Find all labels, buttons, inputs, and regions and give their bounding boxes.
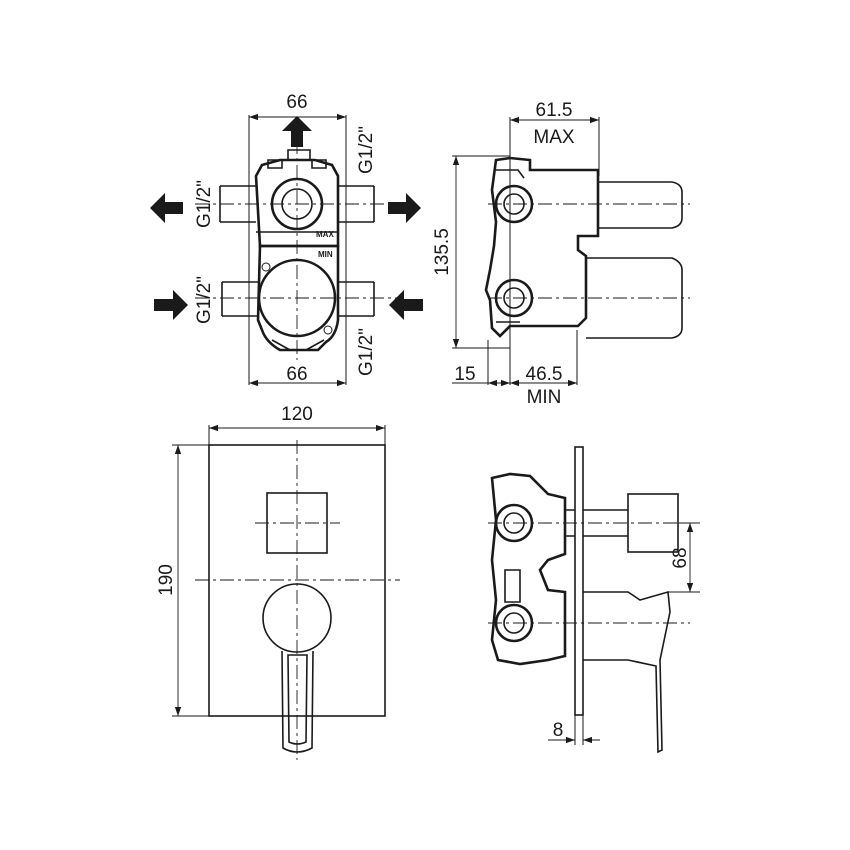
dim-width-top: 66 — [286, 92, 307, 113]
thread-label-left-lower: G1/2" — [194, 276, 215, 324]
dim-plate-thickness: 8 — [553, 720, 564, 741]
valve-body-side-view: 135.5 61.5 MAX 15 46.5 MIN — [432, 100, 690, 408]
arrow-up-icon — [282, 116, 312, 147]
valve-body-front-view: 66 66 MAX MIN — [150, 92, 423, 387]
mark-min: MIN — [318, 250, 333, 259]
cover-plate-side — [574, 446, 584, 716]
dim-body-height: 135.5 — [432, 228, 453, 276]
dim-width-bottom: 66 — [286, 364, 307, 385]
arrow-in-left-icon — [389, 290, 423, 320]
dim-offset: 15 — [454, 364, 475, 385]
dim-axis-spacing: 68 — [670, 547, 691, 568]
dim-plate-height: 190 — [156, 564, 177, 596]
cover-plate-front-view: 120 190 — [156, 404, 400, 760]
dim-depth-min-label: MIN — [527, 387, 562, 408]
arrow-right-icon — [388, 193, 421, 223]
dim-depth-max-value: 61.5 — [536, 100, 573, 121]
dim-depth-min-value: 46.5 — [526, 364, 563, 385]
thread-label-bottom-right: G1/2" — [356, 328, 377, 376]
assembled-side-view: 68 8 — [488, 446, 700, 754]
mark-max: MAX — [316, 230, 334, 239]
thread-label-left-upper: G1/2" — [194, 180, 215, 228]
arrow-left-icon — [150, 193, 183, 223]
arrow-in-right-icon — [154, 290, 188, 320]
thread-label-top-right: G1/2" — [356, 126, 377, 174]
dim-depth-max-label: MAX — [533, 127, 575, 148]
dim-plate-width: 120 — [281, 404, 313, 425]
